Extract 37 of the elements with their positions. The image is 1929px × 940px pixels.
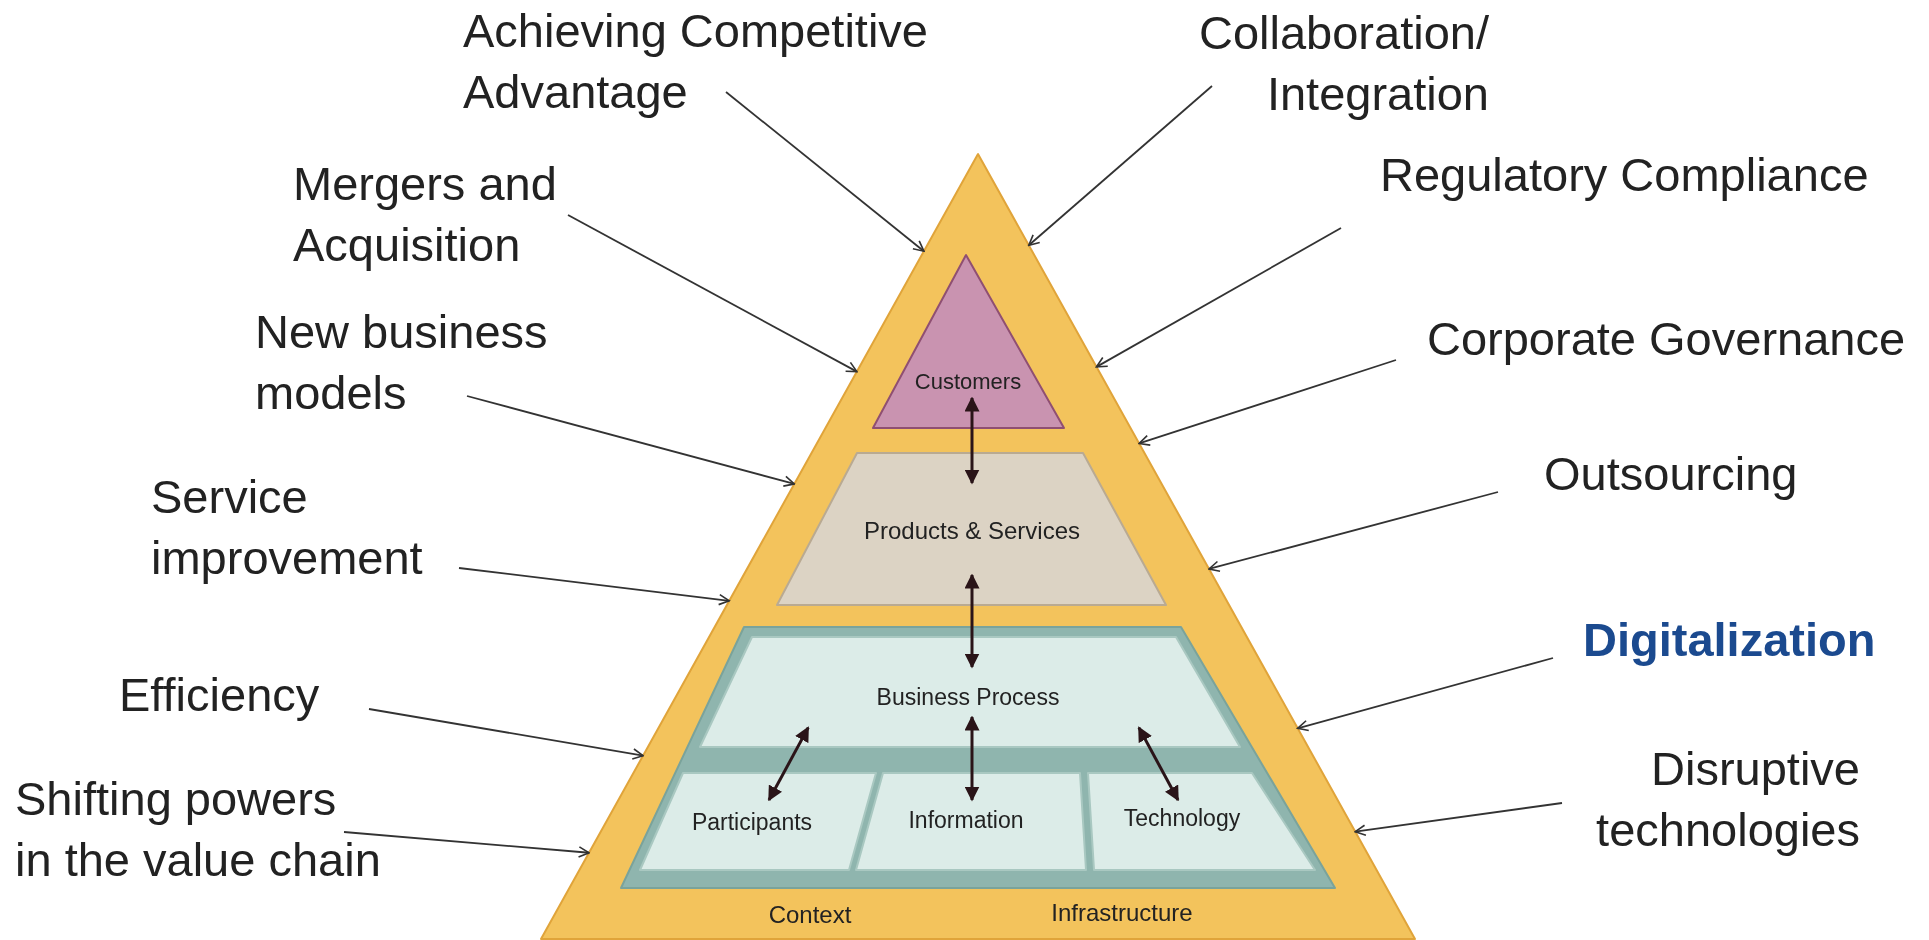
- arrow: [1208, 491, 1499, 573]
- force-label: New business models: [255, 301, 548, 423]
- force-label: Corporate Governance: [1427, 308, 1906, 369]
- arrow: [964, 715, 980, 802]
- base-label: Context: [768, 901, 852, 929]
- force-label: Efficiency: [119, 664, 320, 725]
- force-label: Regulatory Compliance: [1380, 144, 1869, 205]
- arrow: [1137, 726, 1180, 802]
- layer-label: Customers: [914, 369, 1022, 395]
- arrow: [458, 567, 731, 606]
- layer-label: Technology: [1123, 804, 1241, 832]
- force-label: Service improvement: [151, 466, 423, 588]
- force-label: Digitalization: [1583, 609, 1876, 670]
- arrow: [567, 214, 858, 373]
- arrow: [466, 395, 796, 487]
- arrow: [767, 726, 810, 802]
- arrow: [343, 831, 590, 858]
- force-label: Achieving Competitive Advantage: [463, 0, 928, 122]
- layer-label: Information: [908, 806, 1024, 834]
- base-label: Infrastructure: [1051, 899, 1193, 927]
- force-label: Outsourcing: [1544, 443, 1798, 504]
- layer-label: Participants: [691, 808, 813, 836]
- arrow: [964, 573, 980, 669]
- arrow: [1138, 359, 1397, 446]
- force-label: Shifting powers in the value chain: [15, 768, 381, 890]
- force-label: Collaboration/ Integration: [1199, 2, 1489, 124]
- force-label: Mergers and Acquisition: [293, 153, 557, 275]
- arrow: [1027, 85, 1213, 247]
- layer-label: Products & Services: [863, 517, 1081, 545]
- arrow: [368, 708, 644, 760]
- arrow: [1095, 227, 1342, 368]
- arrow: [1354, 802, 1563, 837]
- layer-label: Business Process: [876, 683, 1060, 711]
- arrow: [964, 396, 980, 485]
- force-label: Disruptive technologies: [1596, 738, 1860, 860]
- arrow: [725, 91, 925, 253]
- arrow: [1296, 657, 1554, 732]
